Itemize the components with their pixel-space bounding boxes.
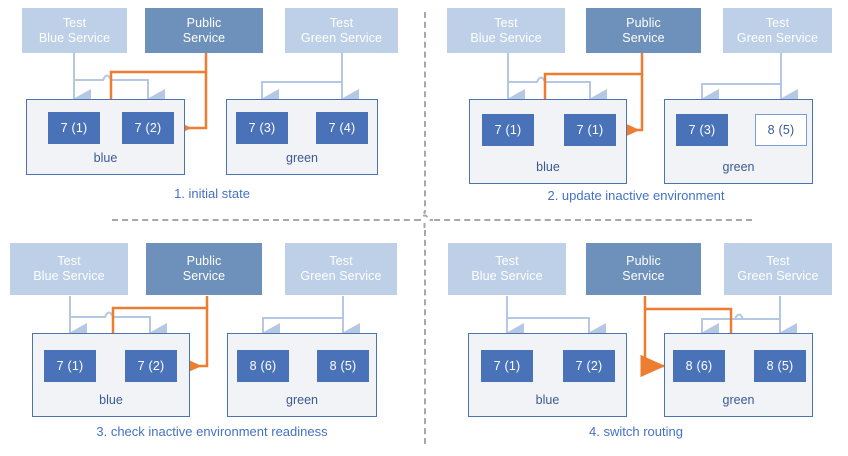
service-test-green-label: Test Green Service: [300, 15, 383, 45]
service-test-blue[interactable]: Test Blue Service: [448, 243, 566, 295]
panel-caption: 2. update inactive environment: [547, 188, 725, 203]
environment-blue-label: blue: [535, 393, 560, 407]
service-public-label: Public Service: [622, 15, 665, 45]
divider-crossing-mask: [416, 212, 434, 228]
service-public[interactable]: Public Service: [145, 8, 263, 53]
service-test-blue-label: Test Blue Service: [33, 254, 105, 283]
test-blue-arrows: [506, 296, 606, 343]
service-test-blue[interactable]: Test Blue Service: [22, 8, 127, 53]
instance-box[interactable]: 8 (5): [754, 350, 806, 382]
instance-box[interactable]: 7 (1): [48, 112, 100, 144]
service-test-blue-label: Test Blue Service: [471, 254, 543, 283]
service-public[interactable]: Public Service: [586, 8, 701, 53]
service-public-label: Public Service: [622, 254, 665, 283]
panel-update-inactive-environment: Test Blue Service Public Service Test Gr…: [424, 0, 848, 228]
instance-box[interactable]: 8 (5): [317, 350, 369, 382]
panel-initial-state: Test Blue Service Public Service Test Gr…: [0, 0, 424, 228]
instance-box[interactable]: 8 (6): [237, 350, 289, 382]
panel-switch-routing: Test Blue Service Public Service Test Gr…: [424, 228, 848, 456]
panel-check-inactive-environment-readiness: Test Blue Service Public Service Test Gr…: [0, 228, 424, 456]
panel-caption: 4. switch routing: [589, 424, 683, 439]
service-test-green-label: Test Green Service: [736, 15, 819, 45]
instance-box[interactable]: 7 (2): [125, 350, 177, 382]
instance-box[interactable]: 7 (1): [44, 350, 96, 382]
instance-box[interactable]: 7 (3): [236, 112, 288, 144]
service-public-label: Public Service: [182, 15, 226, 45]
environment-blue-label: blue: [93, 151, 118, 165]
service-public[interactable]: Public Service: [586, 243, 701, 295]
service-test-blue[interactable]: Test Blue Service: [447, 8, 565, 53]
instance-box[interactable]: 7 (1): [482, 114, 534, 146]
instance-box[interactable]: 7 (1): [564, 114, 616, 146]
service-test-green[interactable]: Test Green Service: [724, 243, 832, 295]
service-test-green[interactable]: Test Green Service: [285, 243, 397, 295]
service-test-blue-label: Test Blue Service: [470, 15, 542, 45]
instance-box[interactable]: 8 (6): [673, 350, 725, 382]
test-green-arrows: [261, 52, 359, 109]
service-test-green[interactable]: Test Green Service: [285, 8, 398, 53]
environment-green-label: green: [286, 151, 318, 165]
environment-blue-label: blue: [99, 393, 123, 407]
environment-green-label: green: [722, 160, 755, 174]
test-green-arrows: [701, 296, 797, 343]
instance-box[interactable]: 7 (2): [122, 112, 174, 144]
test-blue-arrows: [69, 296, 167, 343]
instance-box[interactable]: 7 (2): [563, 350, 615, 382]
divider-crossing-hop: [416, 211, 433, 228]
environment-green-label: green: [722, 393, 755, 407]
divider-vertical: [424, 12, 426, 444]
instance-box[interactable]: 7 (3): [676, 114, 728, 146]
service-test-green-label: Test Green Service: [737, 254, 819, 283]
test-green-arrows: [701, 52, 798, 109]
service-test-blue[interactable]: Test Blue Service: [10, 243, 128, 295]
service-test-blue-label: Test Blue Service: [38, 15, 111, 45]
instance-box[interactable]: 7 (1): [481, 350, 533, 382]
test-blue-arrows: [507, 52, 607, 109]
service-public-label: Public Service: [182, 254, 226, 283]
panel-caption: 1. initial state: [174, 186, 250, 201]
service-test-green-label: Test Green Service: [300, 254, 382, 283]
service-public[interactable]: Public Service: [146, 243, 262, 295]
environment-green-label: green: [286, 393, 318, 407]
panel-caption: 3. check inactive environment readiness: [96, 424, 328, 439]
instance-box[interactable]: 7 (4): [316, 112, 368, 144]
instance-box[interactable]: 8 (5): [755, 114, 807, 146]
service-test-green[interactable]: Test Green Service: [723, 8, 832, 53]
test-green-arrows: [262, 296, 360, 343]
environment-blue-label: blue: [536, 160, 560, 174]
